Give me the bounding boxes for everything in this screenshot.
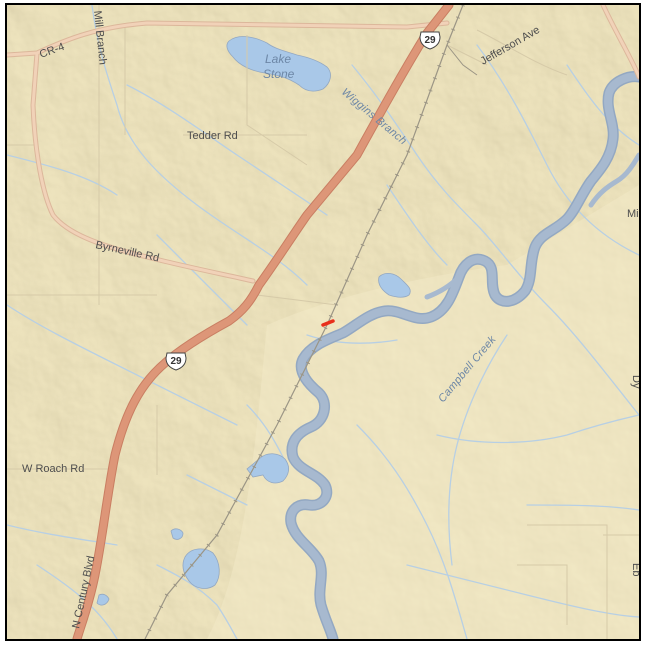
label-edge-eb: Eb: [630, 563, 639, 576]
stream: [156, 564, 238, 639]
stream: [306, 334, 398, 344]
stream: [7, 524, 118, 546]
local-road: [246, 35, 308, 166]
stream: [356, 424, 468, 639]
map-canvas[interactable]: 29 29 CR-4 Mill Branch Jefferson Ave Ted…: [7, 5, 639, 639]
us-highway-shield-icon: [165, 352, 187, 371]
stream: [526, 504, 639, 511]
shield-label: 29: [424, 35, 436, 46]
stream: [126, 84, 328, 216]
stream: [186, 474, 248, 506]
pond: [96, 593, 110, 606]
stream: [36, 564, 118, 639]
label-edge-mi: Mi: [627, 208, 639, 220]
arterial-fill: [601, 5, 639, 79]
highway-fill: [73, 5, 453, 639]
stream: [7, 304, 238, 426]
local-road: [476, 29, 568, 76]
stream: [436, 414, 639, 444]
railroad-ties: [143, 5, 465, 639]
label-w-roach-rd: W Roach Rd: [22, 463, 84, 475]
local-road: [446, 44, 488, 66]
highway-shield-south[interactable]: 29: [165, 352, 187, 371]
label-edge-dy: Dy: [630, 375, 639, 389]
us-29-highway: [72, 5, 454, 639]
location-marker-icon[interactable]: [321, 319, 335, 327]
stream: [91, 5, 308, 286]
stream: [7, 154, 118, 196]
stream: [476, 44, 639, 256]
label-tedder-rd: Tedder Rd: [187, 130, 238, 142]
pond: [378, 273, 411, 298]
lakes: [96, 36, 411, 606]
shield-label: 29: [170, 356, 182, 367]
railroad-spur: [446, 44, 478, 76]
label-mill-branch: Mill Branch: [91, 10, 109, 65]
pond: [170, 528, 184, 540]
arterial-fill: [7, 21, 449, 57]
us-highway-shield-icon: [419, 31, 441, 50]
label-lake-line1: Lake: [265, 52, 291, 66]
river: [285, 71, 639, 639]
map-frame[interactable]: 29 29 CR-4 Mill Branch Jefferson Ave Ted…: [5, 3, 641, 641]
local-road: [527, 524, 608, 639]
arterial-roads: [7, 5, 639, 284]
river-branch: [424, 274, 462, 300]
stream-network: [7, 5, 639, 639]
stream: [386, 184, 448, 266]
local-roads: [7, 5, 639, 639]
river-water: [286, 72, 639, 639]
local-road: [517, 564, 568, 625]
stream: [406, 564, 639, 618]
arterial-fill: [31, 51, 255, 283]
river-branch: [588, 152, 639, 208]
stream: [448, 334, 508, 566]
highway-shield-north[interactable]: 29: [419, 31, 441, 50]
local-road: [256, 294, 338, 306]
label-lake-line2: Stone: [263, 67, 295, 81]
lake-stone: [226, 36, 331, 92]
stream: [566, 64, 639, 146]
stream: [351, 64, 639, 416]
hillshade-layer: [7, 5, 639, 639]
